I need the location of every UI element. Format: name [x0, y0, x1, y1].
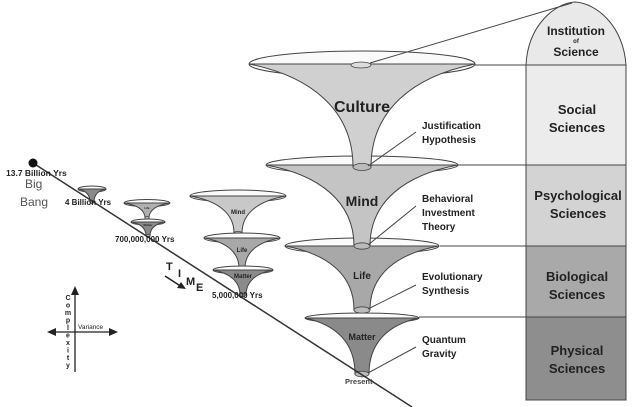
- funnel-5m-life: Life: [203, 232, 281, 270]
- funnel-700m-matter-label: Matter: [143, 223, 153, 227]
- complexity-variance-axes-icon: [47, 286, 118, 372]
- theory-leader-line: [367, 205, 417, 246]
- time-label-5-million: 5,000,000 Yrs: [212, 291, 263, 300]
- behavioral-investment-theory-label-line-1: Behavioral: [422, 194, 473, 205]
- institution-of-science-block: [525, 1, 627, 66]
- psychological-sciences-block: [525, 164, 627, 247]
- biological-sciences-label-line-1: Biological: [546, 269, 608, 284]
- big-bang-dot: [28, 158, 38, 168]
- complexity-letter: C: [65, 295, 70, 302]
- justification-hypothesis-label-line-1: Justification: [422, 121, 481, 132]
- evolutionary-synthesis-label-line-1: Evolutionary: [422, 272, 483, 283]
- complexity-letter: e: [66, 333, 70, 340]
- time-letter-i: I: [178, 268, 181, 280]
- behavioral-investment-theory-label-line-3: Theory: [422, 222, 456, 233]
- big-bang-label-1: Big: [25, 177, 42, 191]
- physical-sciences-label-line-2: Sciences: [549, 361, 605, 376]
- biological-sciences-block: [525, 245, 627, 318]
- funnel-5m-matter: Matter: [212, 265, 274, 297]
- start-time-label: 13.7 Billion Yrs: [6, 168, 67, 178]
- psychological-sciences-label-line-1: Psychological: [534, 188, 621, 203]
- timeline-line: [32, 162, 413, 407]
- complexity-label: ComplexityComplexity: [65, 295, 71, 370]
- funnel-culture-neck: [352, 162, 372, 171]
- time-letter-m: M: [186, 276, 195, 288]
- complexity-letter: o: [66, 303, 70, 310]
- time-letter-t: T: [166, 261, 173, 273]
- justification-hypothesis-label-line-2: Hypothesis: [422, 135, 476, 146]
- theory-leader-line: [367, 131, 417, 167]
- institution-label-line-2: of: [573, 39, 580, 45]
- funnel-700m-matter: Matter: [130, 218, 166, 238]
- funnel-5m-life-label: Life: [237, 248, 248, 254]
- theory-leader-line: [367, 346, 417, 374]
- big-bang-label-2: Bang: [20, 195, 48, 209]
- funnel-matter-body: [304, 317, 420, 375]
- funnel-5m-mind: Mind: [189, 189, 287, 235]
- psychological-sciences-label-line-2: Sciences: [550, 206, 606, 221]
- funnel-5m-matter-label: Matter: [234, 274, 253, 280]
- funnel-700m-life-label: Life: [144, 206, 150, 210]
- social-sciences-label-line-2: Sciences: [549, 120, 605, 135]
- social-sciences-block: [525, 64, 627, 166]
- culture-inner-ellipse: [350, 61, 372, 69]
- complexity-letter: m: [65, 310, 71, 317]
- funnel-life-label: Life: [353, 271, 371, 282]
- funnel-5m-mind-label: Mind: [231, 210, 245, 216]
- institution-label-line-3: Science: [553, 45, 599, 59]
- present-label: Present: [345, 377, 373, 386]
- time-label-700-million: 700,000,000 Yrs: [115, 235, 175, 244]
- physical-sciences-label-line-1: Physical: [551, 343, 604, 358]
- behavioral-investment-theory-label-line-2: Investment: [422, 208, 475, 219]
- complexity-letter: l: [67, 325, 69, 332]
- funnel-culture-label: Culture: [334, 99, 390, 116]
- evolutionary-synthesis-label-line-2: Synthesis: [422, 286, 470, 297]
- time-label-4-billion: 4 Billion Yrs: [65, 198, 112, 207]
- physical-sciences-block: [525, 316, 627, 401]
- biological-sciences-label-line-2: Sciences: [549, 287, 605, 302]
- institution-label-line-1: Institution: [547, 24, 605, 38]
- complexity-letter: x: [66, 340, 70, 347]
- funnel-culture: Culture: [248, 50, 476, 171]
- complexity-letter: t: [67, 355, 70, 362]
- funnel-mind-neck: [353, 242, 371, 250]
- funnel-life-neck: [353, 306, 371, 314]
- complexity-letter: i: [67, 348, 69, 355]
- institution-connector-line: [369, 2, 573, 64]
- funnel-matter: Matter: [304, 312, 420, 378]
- complexity-letter: p: [66, 318, 70, 325]
- quantum-gravity-label-line-1: Quantum: [422, 335, 466, 346]
- complexity-letter: y: [66, 363, 70, 370]
- variance-label: Variance: [78, 324, 104, 331]
- funnel-700m-life: Life: [123, 199, 171, 220]
- social-sciences-label-line-1: Social: [558, 102, 596, 117]
- time-letter-e: E: [196, 282, 203, 294]
- time-arrow-icon: [164, 275, 186, 289]
- quantum-gravity-label-line-2: Gravity: [422, 349, 457, 360]
- funnel-matter-label: Matter: [348, 332, 376, 342]
- funnel-5m-matter-neck: [239, 293, 247, 297]
- theory-leader-line: [367, 284, 417, 310]
- funnel-mind-label: Mind: [346, 193, 379, 209]
